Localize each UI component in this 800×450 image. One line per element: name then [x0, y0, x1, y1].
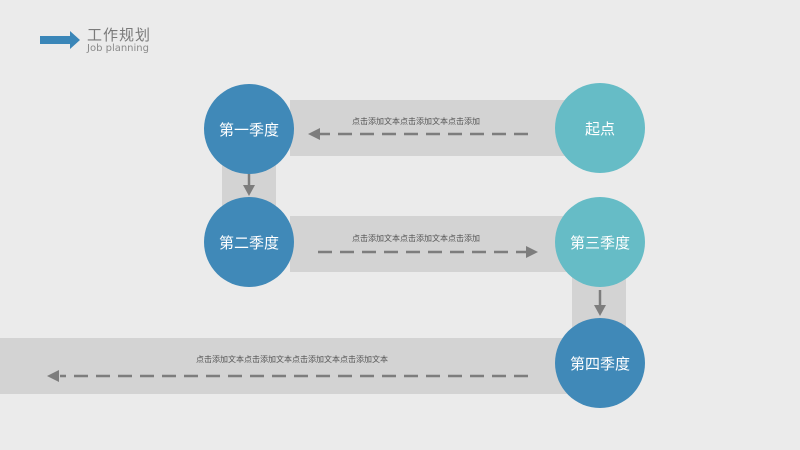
right-arrow-icon	[40, 31, 80, 49]
connector-band-bottom	[0, 338, 570, 394]
node-start[interactable]: 起点	[555, 83, 645, 173]
node-q4[interactable]: 第四季度	[555, 318, 645, 408]
dashed-arrow-right-middle-icon	[318, 246, 538, 258]
dashed-arrow-left-bottom-icon	[47, 370, 528, 382]
arrow-down-right-icon	[594, 290, 606, 316]
node-q2[interactable]: 第二季度	[204, 197, 294, 287]
connector-band-top	[290, 100, 575, 156]
band-text-top[interactable]: 点击添加文本点击添加文本点击添加	[352, 117, 480, 126]
dashed-arrow-left-top-icon	[308, 128, 528, 140]
band-text-middle[interactable]: 点击添加文本点击添加文本点击添加	[352, 234, 480, 243]
node-q1[interactable]: 第一季度	[204, 84, 294, 174]
page-subtitle: Job planning	[87, 43, 149, 54]
band-text-bottom[interactable]: 点击添加文本点击添加文本点击添加文本点击添加文本	[196, 355, 388, 364]
connector-band-middle	[290, 216, 575, 272]
node-q3[interactable]: 第三季度	[555, 197, 645, 287]
page-title: 工作规划	[87, 26, 152, 44]
